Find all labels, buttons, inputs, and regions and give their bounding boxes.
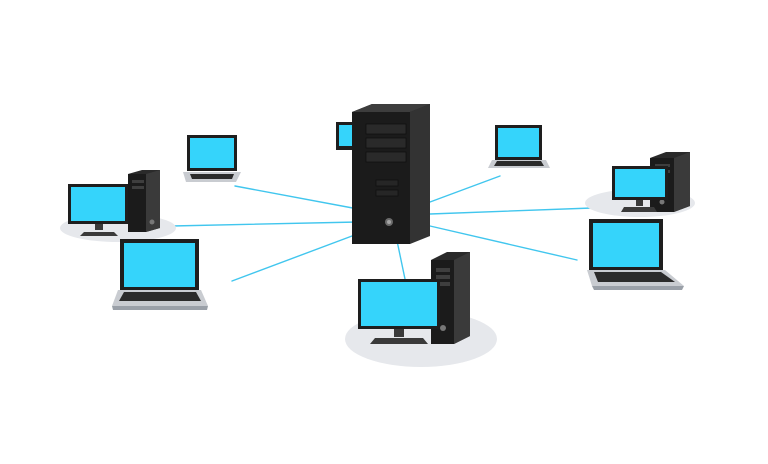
connection-lines: [171, 175, 593, 282]
link-left-laptop: [231, 232, 361, 282]
link-top-right-laptop: [429, 175, 501, 203]
laptop-icon: [112, 239, 208, 310]
laptop-icon: [183, 135, 241, 182]
desktop-computer-icon: [612, 152, 690, 212]
desktop-computer-icon: [358, 252, 470, 344]
link-top-left-laptop: [234, 185, 359, 210]
server-tower-icon: [336, 104, 430, 244]
laptop-icon: [488, 125, 550, 168]
link-right-laptop: [429, 225, 578, 261]
link-left-desktop: [171, 221, 359, 227]
link-right-desktop: [429, 207, 593, 215]
desktop-computer-icon: [68, 170, 160, 236]
laptop-icon: [587, 219, 684, 290]
